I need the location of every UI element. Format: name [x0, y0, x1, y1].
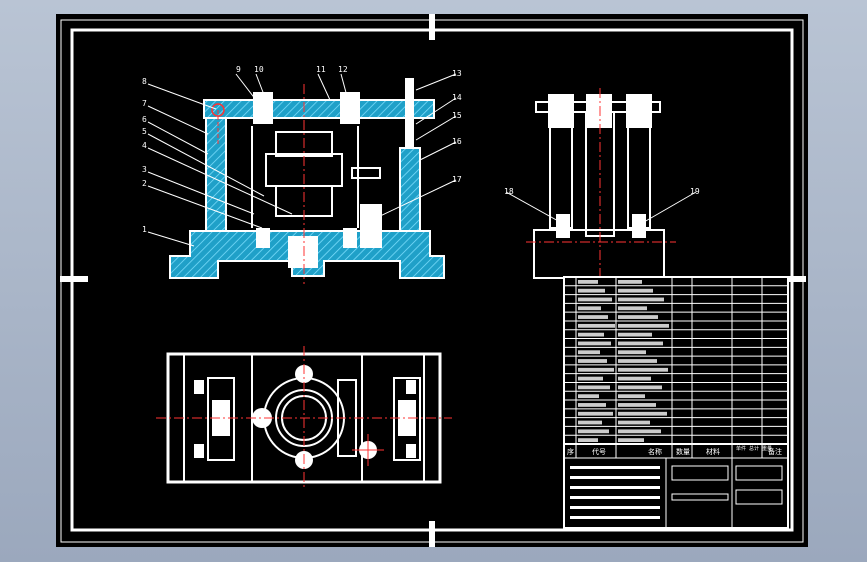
bom-cell-text: [618, 288, 653, 293]
bom-cell-text: [618, 411, 667, 416]
bom-cell-text: [618, 376, 651, 381]
bom-cell-text: [618, 359, 657, 363]
front-section-view: 8 7 6 5 4 3 2 1 9 10 11 12 13 14 15 16 1…: [142, 65, 462, 284]
col-remark: 备注: [768, 447, 782, 456]
balloon-1: 1: [142, 225, 147, 234]
bom-cell-text: [578, 306, 601, 311]
bom-cell-text: [578, 332, 604, 337]
title-block-cell: [671, 465, 729, 481]
title-block-row: [570, 506, 660, 509]
side-view: 18 19: [504, 88, 700, 284]
title-block-row: [570, 496, 660, 499]
balloon-6: 6: [142, 115, 147, 124]
bom-cell-text: [578, 376, 603, 381]
sheet-frame: [60, 14, 806, 547]
bom-cell-text: [618, 350, 646, 355]
col-seq: 序: [567, 447, 574, 456]
balloon-16: 16: [452, 137, 462, 146]
balloon-17: 17: [452, 175, 462, 184]
bom-cell-text: [578, 420, 602, 425]
col-weight: 单件 总计 重量: [736, 445, 772, 452]
bom-cell-text: [618, 315, 658, 319]
bom-cell-text: [578, 315, 608, 319]
balloon-15: 15: [452, 111, 462, 120]
title-block-row: [570, 466, 660, 469]
balloon-14: 14: [452, 93, 462, 102]
title-block-row: [570, 486, 660, 489]
title-block: 序 代号 名称 数量 材料 单件 总计 重量 备注: [563, 443, 789, 529]
bom-cell-text: [578, 403, 606, 407]
balloon-13: 13: [452, 69, 462, 78]
bom-cell-text: [578, 411, 613, 416]
title-block-row: [570, 476, 660, 479]
bom-cell-text: [578, 429, 609, 434]
col-name: 名称: [648, 447, 662, 456]
bom-cell-text: [618, 341, 663, 346]
bom-cell-text: [578, 394, 599, 399]
bom-cell-text: [578, 359, 607, 363]
bom-cell-text: [618, 306, 647, 311]
bom-cell-text: [578, 280, 598, 284]
balloon-18: 18: [504, 187, 514, 196]
col-material: 材料: [706, 447, 720, 456]
top-view: [156, 346, 452, 490]
bom-cell-text: [578, 341, 611, 346]
bom-cell-text: [618, 323, 669, 328]
bom-cell-text: [578, 385, 610, 390]
bom-cell-text: [618, 280, 642, 284]
title-block-cell: [735, 465, 783, 481]
title-block-cell: [735, 489, 783, 505]
bom-cell-text: [618, 394, 645, 399]
drawing-canvas: 8 7 6 5 4 3 2 1 9 10 11 12 13 14 15 16 1…: [60, 14, 806, 547]
title-block-row: [570, 516, 660, 519]
bom-cell-text: [618, 438, 644, 442]
cad-viewport[interactable]: 8 7 6 5 4 3 2 1 9 10 11 12 13 14 15 16 1…: [56, 14, 808, 547]
balloon-5: 5: [142, 127, 147, 136]
bom-cell-text: [578, 350, 600, 355]
balloon-2: 2: [142, 179, 147, 188]
balloon-10: 10: [254, 65, 264, 74]
bom-cell-text: [578, 297, 612, 302]
balloon-12: 12: [338, 65, 348, 74]
balloon-7: 7: [142, 99, 147, 108]
bom-cell-text: [618, 367, 668, 372]
bom-cell-text: [618, 403, 656, 407]
bom-cell-text: [618, 332, 652, 337]
balloon-9: 9: [236, 65, 241, 74]
bom-cell-text: [578, 288, 605, 293]
bom-cell-text: [618, 297, 664, 302]
balloon-11: 11: [316, 65, 326, 74]
balloon-3: 3: [142, 165, 147, 174]
balloon-4: 4: [142, 141, 147, 150]
col-code: 代号: [592, 447, 606, 456]
bom-cell-text: [618, 429, 661, 434]
title-block-cell: [671, 493, 729, 501]
bom-cell-text: [618, 420, 650, 425]
bom-cell-text: [578, 367, 614, 372]
bom-cell-text: [578, 438, 598, 442]
col-qty: 数量: [676, 447, 690, 456]
bom-cell-text: [578, 323, 615, 328]
bom-cell-text: [618, 385, 662, 390]
bom-table: [563, 276, 789, 445]
balloon-8: 8: [142, 77, 147, 86]
balloon-19: 19: [690, 187, 700, 196]
